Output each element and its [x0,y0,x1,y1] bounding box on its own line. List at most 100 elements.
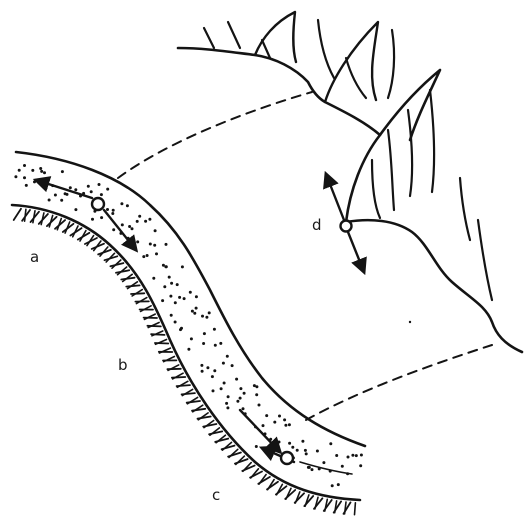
hatch-mark [151,334,164,335]
stipple-dot [305,452,308,455]
stipple-dot [90,190,93,193]
stipple-dot [308,466,311,469]
face-stroke [388,130,394,210]
stipple-dot [131,227,134,230]
stipple-dot [183,297,186,300]
ridge-stroke [346,58,366,98]
stipple-dot [144,220,147,223]
stipple-dot [265,414,268,417]
stipple-dot [291,446,294,449]
hatch-mark [14,209,21,220]
stipple-dot [322,461,325,464]
stipple-dot [174,301,177,304]
hatch-mark [324,500,332,511]
stipple-dot [225,402,228,405]
stipple-dot [170,314,173,317]
stipple-dot [235,378,238,381]
stipple-dot [203,332,206,335]
stipple-dot [262,424,265,427]
stipple-dot [91,218,94,221]
stipple-dot [211,375,214,378]
stipple-dot [154,229,157,232]
stipple-dot [226,355,229,358]
hatch-mark [182,393,195,394]
stipple-dot [165,243,168,246]
stipple-dot [359,464,362,467]
stipple-dot [213,328,216,331]
stipple-dot [195,295,198,298]
stipple-dot [128,225,131,228]
stipple-dot [214,344,217,347]
hatch-mark [131,293,144,294]
stipple-dot [304,449,307,452]
d-arrow-up [326,174,344,220]
stipple-dot [112,209,115,212]
stipple-dot [66,193,69,196]
stipple-dot [136,220,139,223]
peak-middle [325,22,378,102]
face-stroke [408,110,412,196]
stipple-dot [39,167,42,170]
stipple-dot [311,468,314,471]
ridge-stroke [388,30,394,98]
stipple-dot [243,392,246,395]
peak-left [255,12,296,62]
stipple-dot [149,243,152,246]
hatch-mark [126,285,139,286]
stipple-dot [112,228,115,231]
stipple-dot [193,312,196,315]
hatch-mark [121,278,134,280]
stipple-dot [278,441,281,444]
hatch-mark [141,306,152,312]
stipple-dot [231,364,234,367]
stipple-dot [284,424,287,427]
hatch-mark [177,385,190,386]
stipple-dot [283,418,286,421]
speck [409,321,411,323]
stipple-dot [60,199,63,202]
stipple-dot [165,265,168,268]
stipple-dot [190,337,193,340]
stipple-dot [181,265,184,268]
stipple-dot [31,169,34,172]
stipple-dot [219,342,222,345]
stipple-dot [355,454,358,457]
stipple-dot [174,321,177,324]
lower-dashed-connector [306,345,492,420]
label-c: c [212,488,220,503]
d-pivot-circle [341,221,352,232]
stipple-dot [169,295,172,298]
stipple-dot [170,282,173,285]
stipple-dot [206,366,209,369]
band-group [12,152,365,515]
stipple-dot [100,216,103,219]
hatch-mark [147,326,160,327]
hatch-mark [187,401,200,403]
rock-hatching [14,209,356,515]
stipple-dot [212,389,215,392]
stipple-dot [337,483,340,486]
label-b: b [118,358,128,373]
stipple-dot [155,252,158,255]
stipple-dot [69,186,72,189]
ridge-stroke [228,22,240,48]
stipple-dot [208,311,211,314]
stipple-dot [239,397,242,400]
stipple-dot [40,170,43,173]
stipple-dot [288,423,291,426]
stipple-dot [331,484,334,487]
stipple-dot [236,400,239,403]
hatch-mark [355,503,356,515]
stipple-dot [201,370,204,373]
stipple-dot [273,421,276,424]
block-base-outline [346,220,522,352]
face-stroke [478,220,492,300]
label-d: d [312,218,322,233]
point-d-indicator [326,174,364,272]
stipple-dot [148,218,151,221]
hatch-mark [155,343,168,344]
stipple-dot [152,277,155,280]
hatch-mark [116,270,129,273]
lower-pivot-circle [281,452,293,464]
